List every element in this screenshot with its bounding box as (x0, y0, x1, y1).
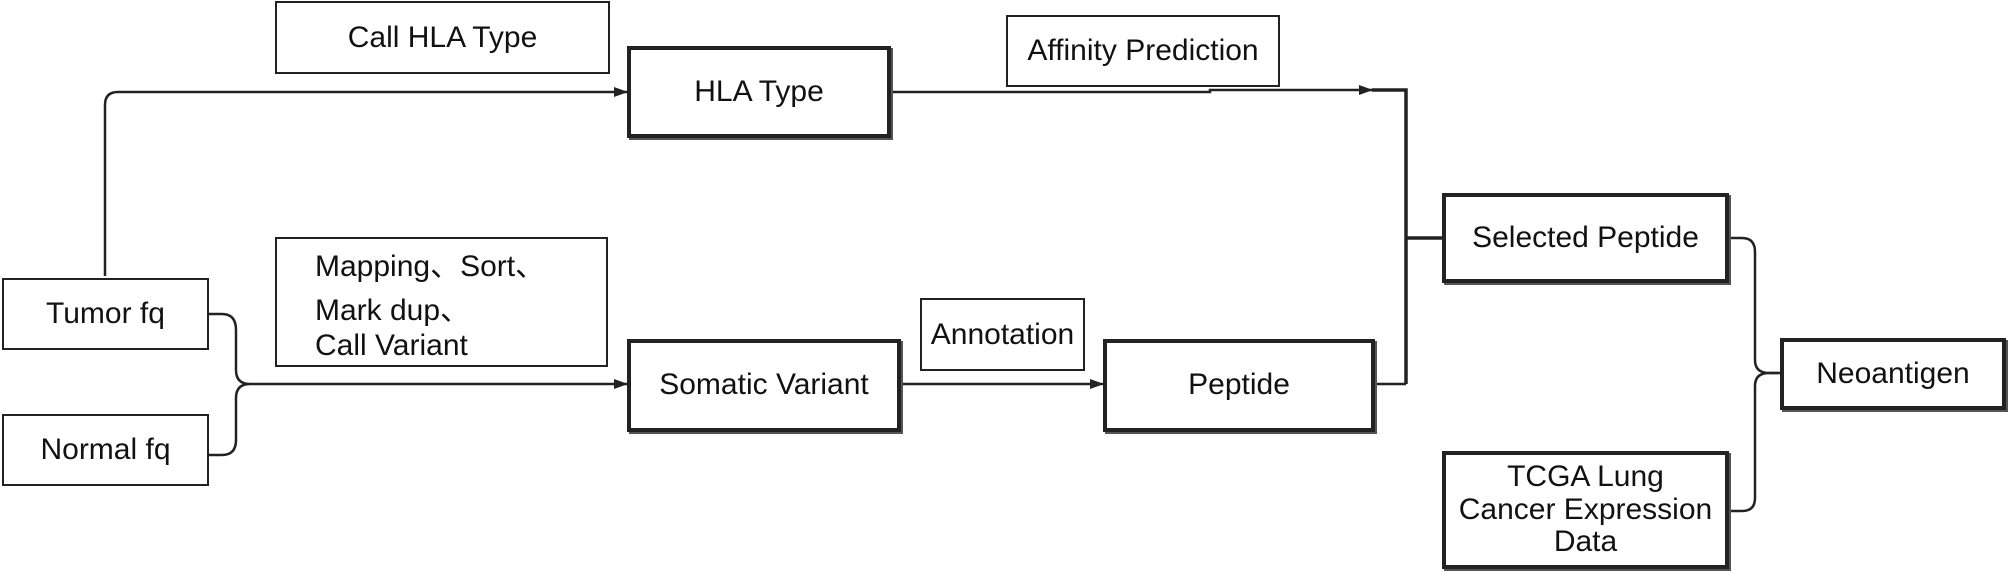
neoantigen-node: Neoantigen (1780, 338, 2006, 410)
normal-fq-text: Normal fq (40, 432, 171, 466)
tcga-line-3: Data (1553, 525, 1618, 559)
tcga-line-1: TCGA Lung (1507, 460, 1664, 494)
neoantigen-text: Neoantigen (1816, 356, 1970, 390)
join-bracket (1372, 88, 1442, 384)
mapping-line-1: Mapping、Sort、 (315, 250, 546, 283)
tcga-line-2: Cancer Expression (1458, 492, 1713, 526)
hla-type-text: HLA Type (694, 74, 824, 108)
somatic-variant-node: Somatic Variant (627, 339, 901, 432)
affinity-prediction-text: Affinity Prediction (1027, 34, 1259, 67)
somatic-variant-text: Somatic Variant (659, 368, 869, 402)
call-hla-type-label: Call HLA Type (275, 1, 610, 74)
output-merge-brace (1731, 236, 1778, 513)
affinity-prediction-label: Affinity Prediction (1006, 15, 1280, 87)
peptide-text: Peptide (1188, 368, 1290, 402)
tumor-fq-text: Tumor fq (46, 296, 165, 330)
annotation-label: Annotation (920, 298, 1085, 371)
mapping-label: Mapping、Sort、 Mark dup、 Call Variant (275, 237, 608, 367)
annotation-text: Annotation (930, 317, 1075, 351)
tcga-node: TCGA Lung Cancer Expression Data (1442, 451, 1729, 569)
hla-to-join-connector (893, 85, 1373, 95)
selected-peptide-text: Selected Peptide (1472, 220, 1699, 254)
tumor-fq-node: Tumor fq (2, 278, 209, 350)
peptide-node: Peptide (1103, 339, 1375, 432)
selected-peptide-node: Selected Peptide (1442, 193, 1729, 283)
hla-type-node: HLA Type (627, 46, 891, 138)
mapping-line-2: Mark dup、 (315, 294, 471, 327)
normal-fq-node: Normal fq (2, 414, 209, 486)
tumor-to-hla-connector (103, 87, 628, 276)
input-merge-brace (209, 312, 251, 457)
call-hla-type-text: Call HLA Type (347, 20, 538, 54)
mapping-line-3: Call Variant (315, 329, 468, 362)
